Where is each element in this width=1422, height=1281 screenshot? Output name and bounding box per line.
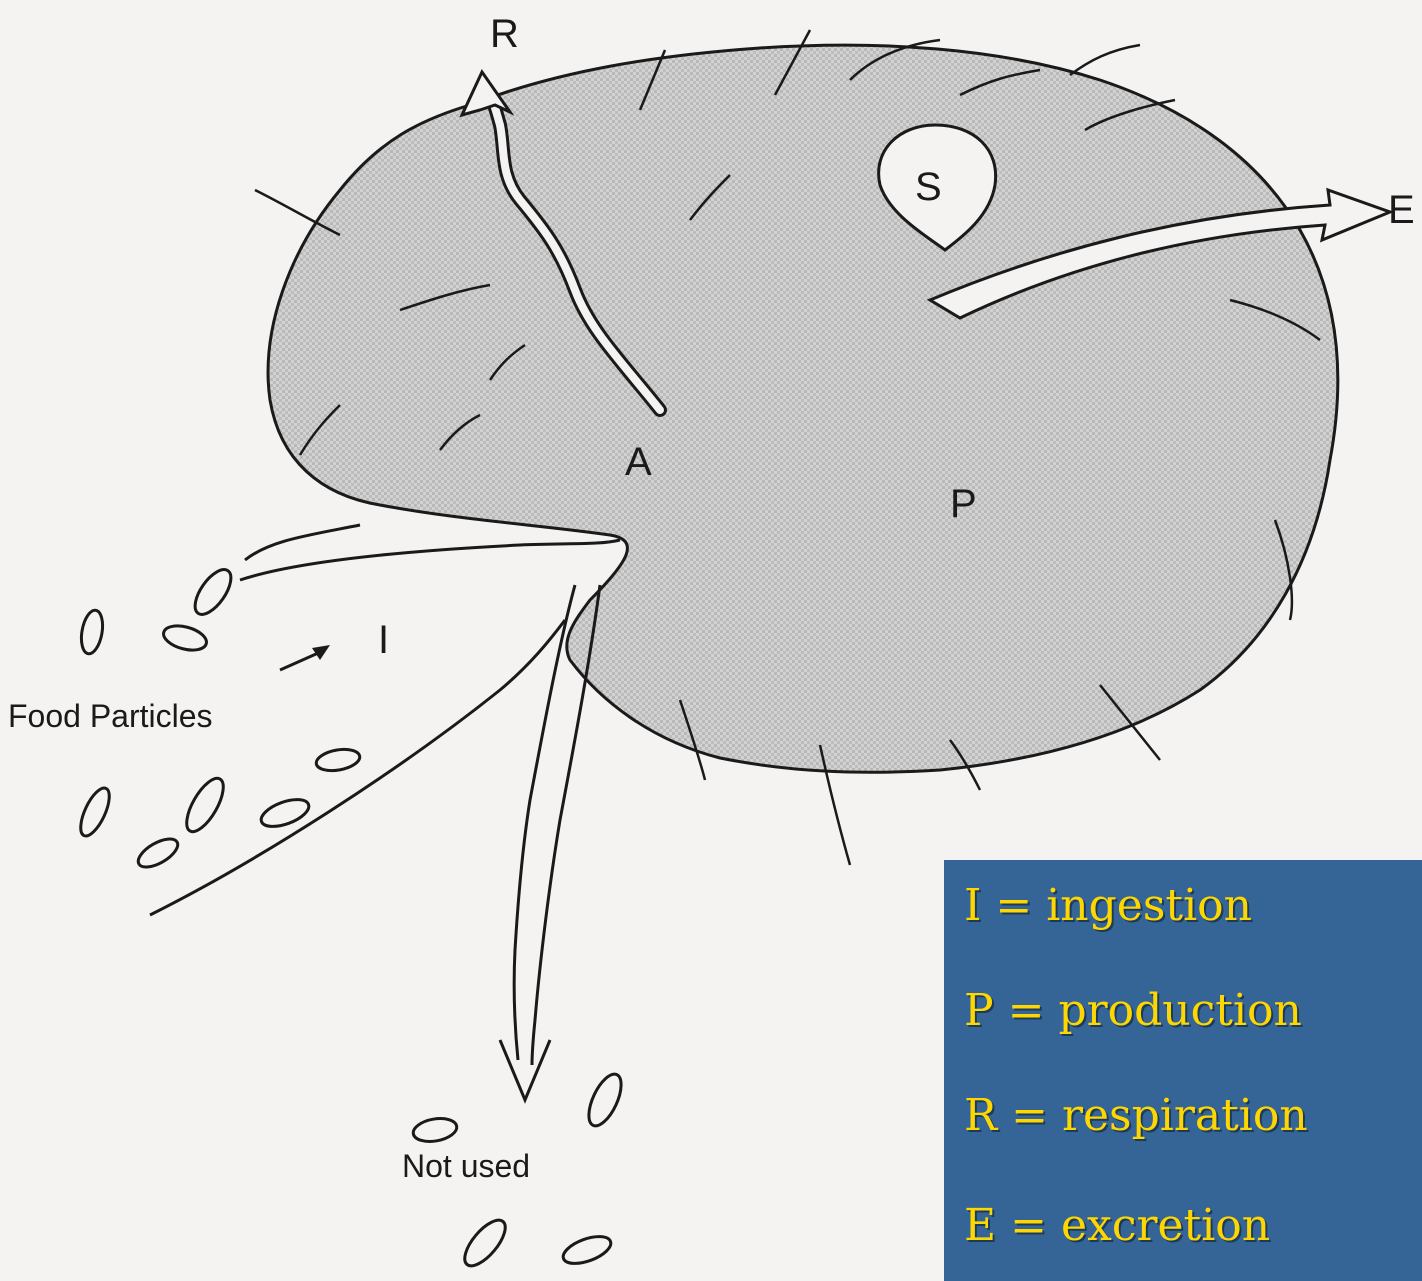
label-excretion-letter: E bbox=[1388, 188, 1415, 233]
ingestion-funnel-lower bbox=[150, 620, 565, 915]
label-storage-letter: S bbox=[915, 165, 942, 210]
label-not-used: Not used bbox=[402, 1148, 530, 1185]
ingestion-funnel-upper bbox=[240, 540, 620, 580]
label-respiration-letter: R bbox=[490, 12, 519, 57]
legend-box: I = ingestion P = production R = respira… bbox=[944, 860, 1422, 1281]
legend-item-ingestion: I = ingestion bbox=[964, 880, 1252, 931]
label-production-letter: P bbox=[950, 482, 977, 527]
legend-item-production: P = production bbox=[964, 985, 1302, 1036]
legend-item-excretion: E = excretion bbox=[964, 1200, 1270, 1251]
legend-item-respiration: R = respiration bbox=[964, 1090, 1308, 1141]
label-food-particles: Food Particles bbox=[8, 698, 213, 735]
not-used-channel bbox=[514, 585, 575, 1060]
label-assimilation-letter: A bbox=[625, 440, 652, 485]
organism-body bbox=[268, 45, 1338, 772]
label-ingestion-letter: I bbox=[378, 618, 389, 663]
not-used-arrowhead bbox=[500, 1040, 550, 1100]
